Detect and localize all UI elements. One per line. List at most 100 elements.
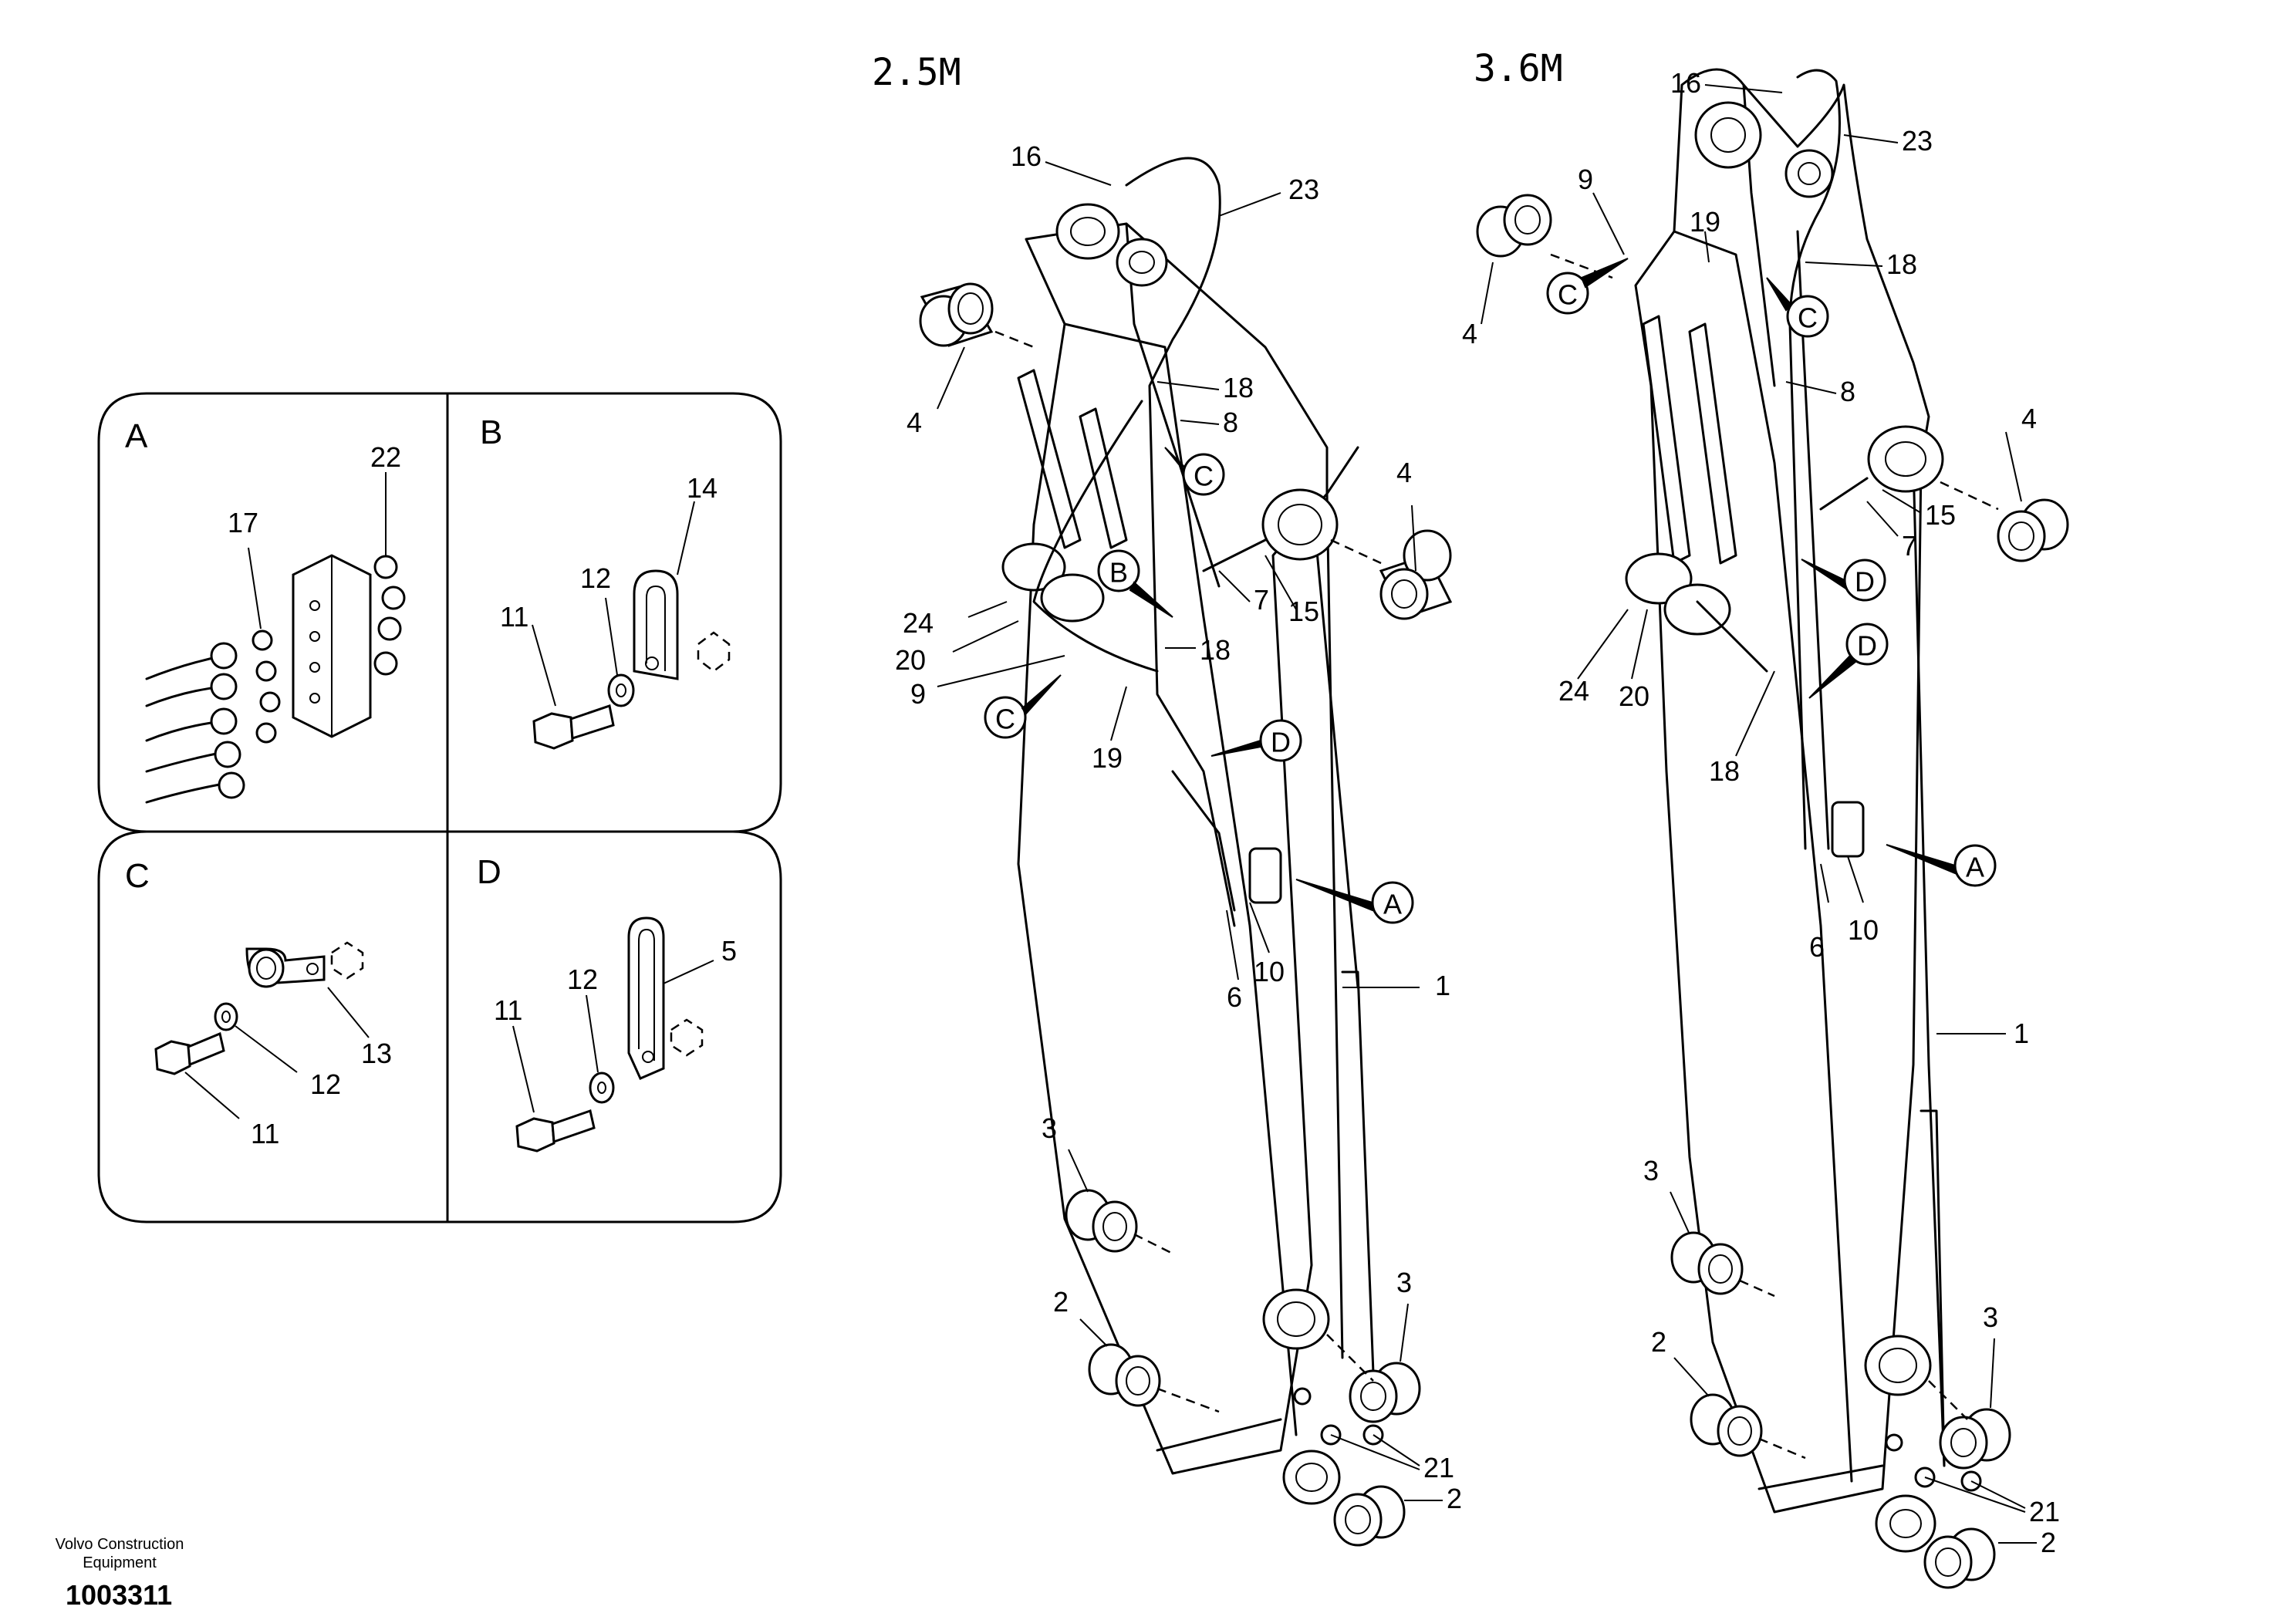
label-right-4b: 4 <box>2021 403 2037 434</box>
label-d-12: 12 <box>567 964 598 995</box>
label-a-17: 17 <box>228 507 258 538</box>
detail-panel-c: C 13 12 11 <box>97 830 449 1223</box>
label-d-11: 11 <box>494 994 522 1026</box>
bushing-2-right-a <box>1690 1393 1763 1457</box>
right-leaders <box>1481 84 2037 1544</box>
callout-left-c-upper: C <box>1194 461 1214 492</box>
bushing-4-right-a <box>1476 194 1552 258</box>
label-right-24: 24 <box>1558 675 1589 707</box>
label-left-10: 10 <box>1254 956 1285 987</box>
bushing-2-left-b <box>1333 1485 1406 1547</box>
label-left-4a: 4 <box>907 407 922 438</box>
callout-left-b: B <box>1109 557 1128 589</box>
label-left-24: 24 <box>903 607 934 639</box>
callout-right-c-right: C <box>1798 302 1818 334</box>
detail-panel-b: B 14 12 11 <box>446 392 782 833</box>
label-left-23: 23 <box>1288 174 1319 205</box>
label-left-20: 20 <box>895 644 926 676</box>
nuts-22 <box>373 555 406 676</box>
callout-right-d-upper: D <box>1855 566 1875 598</box>
bushing-3-right-a <box>1670 1231 1744 1295</box>
callout-left-d: D <box>1271 727 1291 758</box>
bushing-2-left-a <box>1088 1343 1161 1407</box>
label-d-5: 5 <box>721 935 737 967</box>
label-right-2a: 2 <box>1651 1326 1666 1358</box>
label-left-8: 8 <box>1223 407 1238 438</box>
label-right-3b: 3 <box>1983 1301 1998 1333</box>
label-right-10: 10 <box>1848 914 1879 946</box>
detail-panel-a: A 22 <box>97 392 449 833</box>
left-labels: 16 23 4 18 8 4 24 20 9 18 7 15 19 10 6 1… <box>895 140 1462 1514</box>
left-leaders <box>937 161 1443 1501</box>
label-right-4a: 4 <box>1462 318 1477 349</box>
label-left-16: 16 <box>1011 140 1042 172</box>
bushing-4-left-a <box>919 282 994 347</box>
label-right-23: 23 <box>1902 125 1933 157</box>
label-left-2a: 2 <box>1053 1286 1069 1318</box>
label-right-19: 19 <box>1690 206 1720 238</box>
bushing-3-left-a <box>1065 1189 1138 1253</box>
label-left-21: 21 <box>1423 1452 1454 1483</box>
callout-right-d-lower: D <box>1857 630 1877 662</box>
label-left-19: 19 <box>1092 742 1123 774</box>
view-title-right: 3.6M <box>1474 47 1563 90</box>
bushing-2-right-b <box>1923 1527 1996 1589</box>
detail-letter-d: D <box>477 853 501 891</box>
detail-panel-d: D 5 12 11 <box>446 830 782 1223</box>
label-right-20: 20 <box>1619 680 1649 712</box>
label-left-1: 1 <box>1435 970 1450 1001</box>
label-right-9: 9 <box>1578 164 1593 195</box>
company-name-line2: Equipment <box>83 1554 157 1571</box>
left-callouts: C B C D A <box>984 447 1414 924</box>
label-right-2b: 2 <box>2041 1527 2056 1558</box>
label-left-9: 9 <box>910 678 926 710</box>
label-right-1: 1 <box>2014 1018 2029 1049</box>
callout-left-a: A <box>1383 889 1402 920</box>
label-left-3b: 3 <box>1396 1267 1412 1298</box>
label-right-18a: 18 <box>1886 248 1917 280</box>
label-c-13: 13 <box>361 1038 392 1069</box>
detail-letter-b: B <box>480 413 502 451</box>
bushing-4-left-b <box>1379 529 1453 620</box>
right-callouts: C C D D A <box>1546 258 1997 887</box>
right-labels: 16 23 9 19 18 4 8 4 15 7 24 20 18 6 10 1… <box>1462 67 2060 1558</box>
label-c-12: 12 <box>310 1068 341 1100</box>
bushing-3-right-b <box>1939 1408 2011 1470</box>
label-c-11: 11 <box>251 1118 279 1149</box>
label-right-3a: 3 <box>1643 1155 1659 1186</box>
company-name-line1: Volvo Construction <box>56 1536 184 1553</box>
bushing-4-right-b <box>1997 498 2069 562</box>
drawing-number: 1003311 <box>66 1579 172 1611</box>
terminal-block <box>292 554 372 738</box>
label-b-12: 12 <box>580 562 611 594</box>
detail-letter-a: A <box>125 417 148 455</box>
label-a-22: 22 <box>370 441 401 473</box>
label-left-18a: 18 <box>1223 372 1254 403</box>
label-b-11: 11 <box>500 601 528 633</box>
label-right-6: 6 <box>1809 931 1825 963</box>
label-right-7: 7 <box>1902 530 1917 562</box>
label-b-14: 14 <box>687 472 718 504</box>
label-right-8: 8 <box>1840 376 1855 407</box>
label-left-15: 15 <box>1288 596 1319 627</box>
label-right-21: 21 <box>2029 1496 2060 1527</box>
callout-right-a: A <box>1966 852 1984 883</box>
footer: Volvo Construction Equipment 1003311 <box>56 1536 184 1611</box>
label-left-6: 6 <box>1227 981 1242 1013</box>
label-right-16: 16 <box>1670 67 1701 99</box>
detail-letter-c: C <box>125 857 150 895</box>
label-left-7: 7 <box>1254 584 1269 616</box>
label-right-15: 15 <box>1925 499 1956 531</box>
label-left-4b: 4 <box>1396 457 1412 488</box>
label-right-18b: 18 <box>1709 755 1740 787</box>
label-left-18b: 18 <box>1200 634 1231 666</box>
label-left-3a: 3 <box>1042 1112 1057 1144</box>
callout-left-c-lower: C <box>995 704 1015 735</box>
callout-right-c-left: C <box>1558 279 1578 311</box>
wire-terminals-17 <box>145 629 281 804</box>
view-title-left: 2.5M <box>872 51 961 94</box>
bushing-3-left-b <box>1349 1362 1421 1423</box>
label-left-2b: 2 <box>1447 1483 1462 1514</box>
arm-2-5m <box>919 157 1453 1547</box>
